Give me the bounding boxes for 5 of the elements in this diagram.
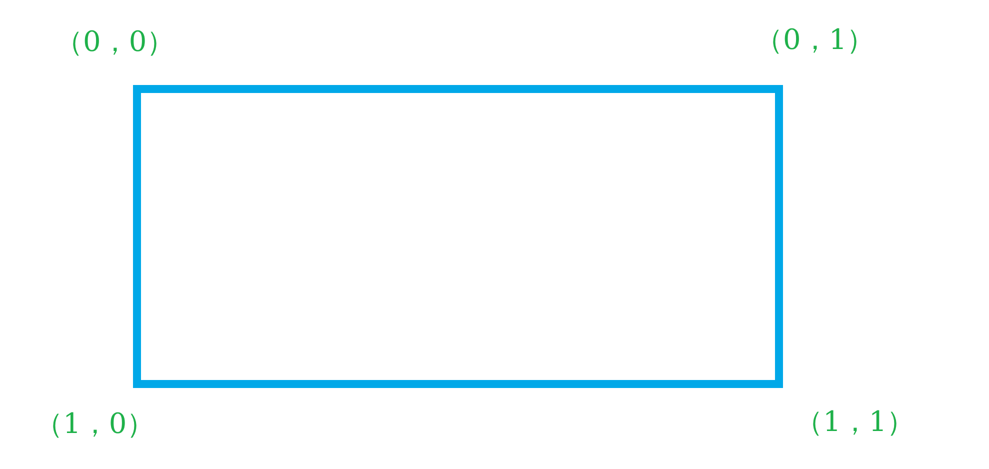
corner-coordinate: （1，1） [795, 408, 915, 436]
corner-coordinate: （0，0） [55, 28, 175, 56]
corner-coordinate: （1，0） [35, 410, 155, 438]
corner-coordinate: （0，1） [755, 26, 875, 54]
rectangle-outline [133, 85, 783, 388]
